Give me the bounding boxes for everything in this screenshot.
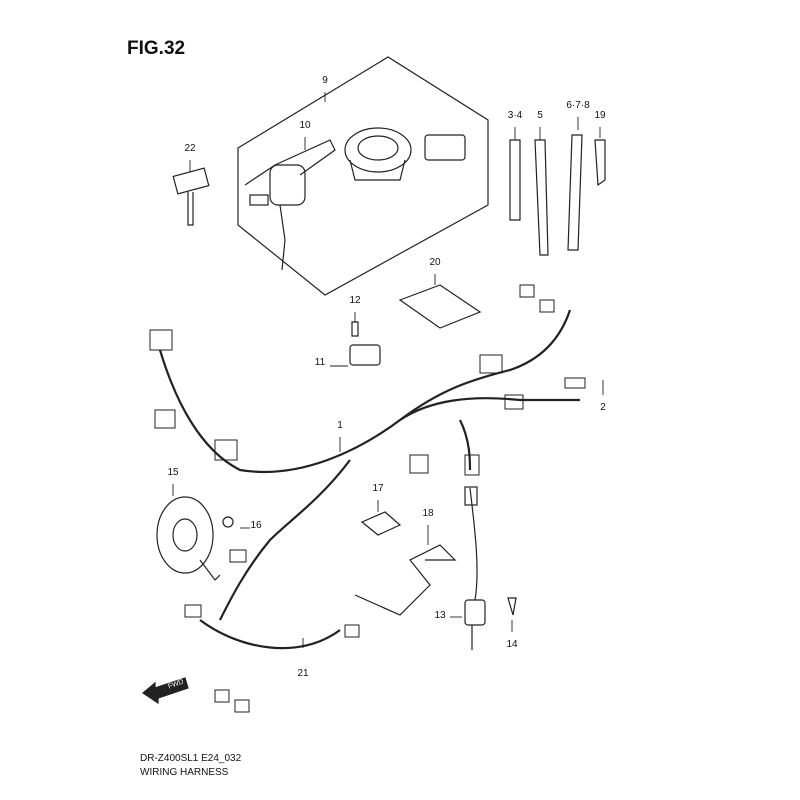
ignition-set-box — [237, 56, 489, 296]
connectors — [149, 284, 586, 713]
main-harness-1 — [158, 309, 580, 650]
callout-21: 21 — [297, 668, 309, 679]
callout-5: 5 — [537, 110, 543, 121]
cover-17 — [360, 511, 402, 536]
callout-9: 9 — [322, 75, 328, 86]
clamps — [509, 134, 606, 256]
figure-title: FIG.32 — [127, 38, 186, 59]
callout-14: 14 — [506, 639, 518, 650]
callout-18: 18 — [422, 508, 434, 519]
seat-lock-cap — [344, 127, 412, 181]
ignition-switch-10 — [244, 139, 336, 271]
fwd-arrow-icon — [141, 677, 189, 705]
callout-17: 17 — [372, 483, 384, 494]
callout-10: 10 — [299, 120, 311, 131]
lock-cylinder — [424, 134, 466, 161]
bolt-16 — [222, 516, 234, 528]
diagram-title: WIRING HARNESS — [140, 767, 229, 778]
callout-11: 11 — [314, 357, 326, 368]
label-sheet-20 — [398, 284, 482, 329]
sensor-13 — [464, 486, 486, 650]
callout-22: 22 — [184, 143, 196, 154]
callout-6-7-8: 6·7·8 — [566, 100, 590, 111]
model-code: DR-Z400SL1 E24_032 — [140, 753, 242, 764]
bracket-18 — [354, 544, 457, 616]
switch-11 — [349, 344, 381, 366]
callout-15: 15 — [167, 467, 179, 478]
callout-16: 16 — [250, 520, 262, 531]
callout-3-4: 3·4 — [507, 110, 523, 121]
callout-2: 2 — [600, 402, 606, 413]
callout-12: 12 — [349, 295, 361, 306]
horn-15 — [156, 496, 221, 581]
key-set-22 — [172, 167, 210, 226]
callout-20: 20 — [429, 257, 441, 268]
bolt-12 — [351, 321, 359, 337]
leader-lines — [172, 92, 604, 648]
callout-13: 13 — [434, 610, 446, 621]
callout-1: 1 — [337, 420, 343, 431]
bolt-14 — [507, 597, 517, 616]
callout-19: 19 — [594, 110, 606, 121]
